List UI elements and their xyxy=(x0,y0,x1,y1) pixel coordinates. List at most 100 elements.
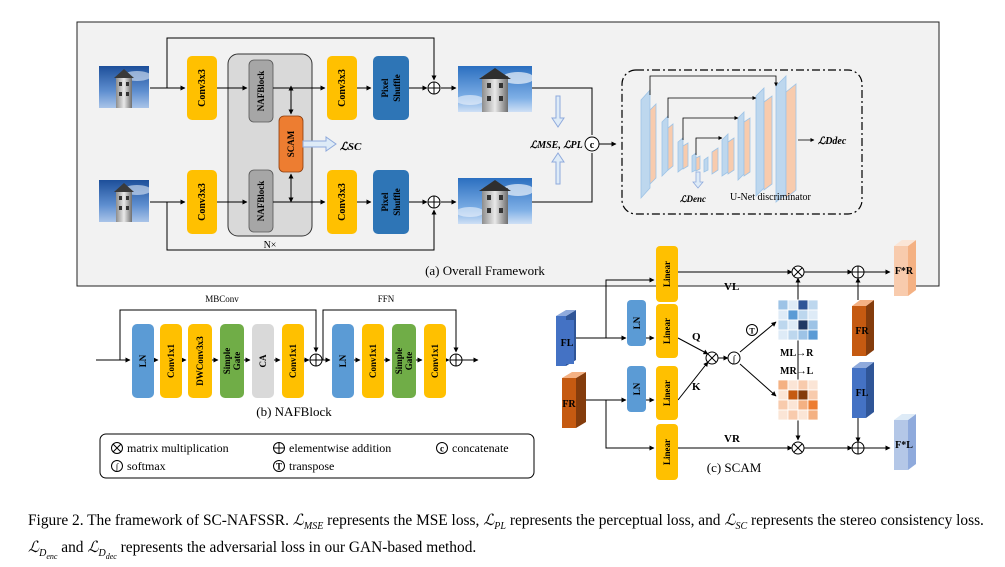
output-image-left xyxy=(458,66,532,112)
scam-softmax: ∫ xyxy=(727,351,741,365)
svg-text:LN: LN xyxy=(632,382,642,395)
m-lr-label: ML→R xyxy=(780,348,814,359)
mse-pl-arrows xyxy=(551,95,565,185)
nafblock-add-1 xyxy=(309,353,323,367)
svg-text:FR: FR xyxy=(855,326,869,337)
scam-linear-v-bottom: Linear xyxy=(656,424,678,480)
loss-d-dec-label: ℒDdec xyxy=(818,136,847,147)
scam-vr-label: VR xyxy=(724,433,741,445)
svg-text:c: c xyxy=(440,444,444,454)
discriminator-box xyxy=(621,69,863,215)
scam-fl-star-block: F*L xyxy=(894,414,916,470)
legend-add-icon xyxy=(273,442,285,454)
nafblock-detail-lines xyxy=(96,309,479,363)
scam-add-bottom xyxy=(851,441,865,455)
scam-matmul-bottom xyxy=(791,441,805,455)
svg-text:∫: ∫ xyxy=(115,462,120,473)
unet-decoder xyxy=(711,75,797,203)
framework-connectors xyxy=(532,87,617,203)
scam-vl-label: VL xyxy=(724,281,739,293)
svg-text:Shuffle: Shuffle xyxy=(392,74,402,102)
svg-text:NAFBlock: NAFBlock xyxy=(256,71,266,112)
legend-softmax-icon: ∫ xyxy=(111,460,123,473)
svg-text:F*R: F*R xyxy=(895,266,914,277)
svg-text:Pixel: Pixel xyxy=(380,78,390,97)
scam-linear-v-top: Linear xyxy=(656,246,678,302)
unet-encoder xyxy=(640,88,709,200)
svg-text:Conv1x1: Conv1x1 xyxy=(430,344,440,379)
svg-text:Conv3x3: Conv3x3 xyxy=(197,183,208,221)
svg-text:Conv3x3: Conv3x3 xyxy=(197,69,208,107)
nafblock-ca: CA xyxy=(252,324,274,398)
legend-transpose-icon: T xyxy=(273,460,285,472)
scam-transpose: T xyxy=(746,324,758,336)
attention-matrix-rl xyxy=(777,379,819,421)
svg-text:FR: FR xyxy=(562,399,576,410)
svg-text:Conv1x1: Conv1x1 xyxy=(288,344,298,379)
svg-text:CA: CA xyxy=(258,354,268,367)
output-image-right xyxy=(458,178,532,224)
conv3x3-left-in: Conv3x3 xyxy=(187,56,217,120)
svg-text:DWConv3x3: DWConv3x3 xyxy=(195,336,205,386)
svg-text:LN: LN xyxy=(338,354,348,367)
nafblock-left: NAFBlock xyxy=(248,59,274,123)
svg-text:Conv3x3: Conv3x3 xyxy=(337,69,348,107)
legend-softmax: softmax xyxy=(127,459,166,473)
loss-d-enc-label: ℒDenc xyxy=(680,194,706,204)
svg-text:SCAM: SCAM xyxy=(286,130,296,157)
svg-text:Gate: Gate xyxy=(232,352,242,371)
svg-text:F*L: F*L xyxy=(895,440,913,451)
pixel-shuffle-right: Pixel Shuffle xyxy=(373,170,409,234)
scam-add-top xyxy=(851,265,865,279)
scam-fr-star-block: F*R xyxy=(894,240,916,296)
nafblock-subtitle: (b) NAFBlock xyxy=(256,404,332,419)
scam-ln-top: LN xyxy=(627,300,646,346)
nafblock-conv1x1-4: Conv1x1 xyxy=(424,324,446,398)
legend-transpose: transpose xyxy=(289,459,334,473)
mbconv-label: MBConv xyxy=(205,294,239,304)
framework-subtitle: (a) Overall Framework xyxy=(425,263,545,278)
scam-subtitle: (c) SCAM xyxy=(707,460,762,475)
nafblock-ln-1: LN xyxy=(132,324,154,398)
legend-matmul: matrix multiplication xyxy=(127,441,229,455)
svg-text:∫: ∫ xyxy=(732,354,737,365)
add-circle-top xyxy=(427,81,441,95)
svg-text:T: T xyxy=(276,462,282,472)
scam-matmul-qk xyxy=(705,351,719,365)
nafblock-conv1x1-3: Conv1x1 xyxy=(362,324,384,398)
svg-text:Linear: Linear xyxy=(662,318,672,344)
legend-matmul-icon xyxy=(111,442,123,454)
svg-text:Conv1x1: Conv1x1 xyxy=(166,344,176,379)
nafblock-conv1x1-2: Conv1x1 xyxy=(282,324,304,398)
d-enc-arrow xyxy=(692,171,704,189)
legend-concat: concatenate xyxy=(452,441,509,455)
svg-text:FL: FL xyxy=(856,388,869,399)
svg-text:Simple: Simple xyxy=(394,348,404,375)
nafblock-simple-gate-2: Simple Gate xyxy=(392,324,416,398)
discriminator-label: U-Net discriminator xyxy=(730,192,811,203)
svg-text:Linear: Linear xyxy=(662,439,672,465)
nafblock-conv1x1-1: Conv1x1 xyxy=(160,324,182,398)
svg-text:LN: LN xyxy=(138,354,148,367)
attention-matrix-lr xyxy=(777,299,819,341)
scam-k-label: K xyxy=(692,381,701,393)
pixel-shuffle-left: Pixel Shuffle xyxy=(373,56,409,120)
svg-text:Conv3x3: Conv3x3 xyxy=(337,183,348,221)
scam-fl-block: FL xyxy=(556,310,576,366)
legend-box xyxy=(99,433,535,479)
scam-q-label: Q xyxy=(692,331,701,343)
svg-text:Simple: Simple xyxy=(222,348,232,375)
nafblock-ln-2: LN xyxy=(332,324,354,398)
svg-text:FL: FL xyxy=(561,338,574,349)
scam-fr-block: FR xyxy=(562,372,586,428)
framework-arrows xyxy=(150,37,457,251)
input-image-left xyxy=(99,66,149,108)
nafblock-dwconv: DWConv3x3 xyxy=(188,324,212,398)
svg-text:LN: LN xyxy=(632,316,642,329)
scam-fl-mid-block: FL xyxy=(852,362,874,418)
nafblock-simple-gate-1: Simple Gate xyxy=(220,324,244,398)
legend-add: elementwise addition xyxy=(289,441,391,455)
scam-fr-mid-block: FR xyxy=(852,300,874,356)
sc-loss-arrow xyxy=(302,136,337,152)
